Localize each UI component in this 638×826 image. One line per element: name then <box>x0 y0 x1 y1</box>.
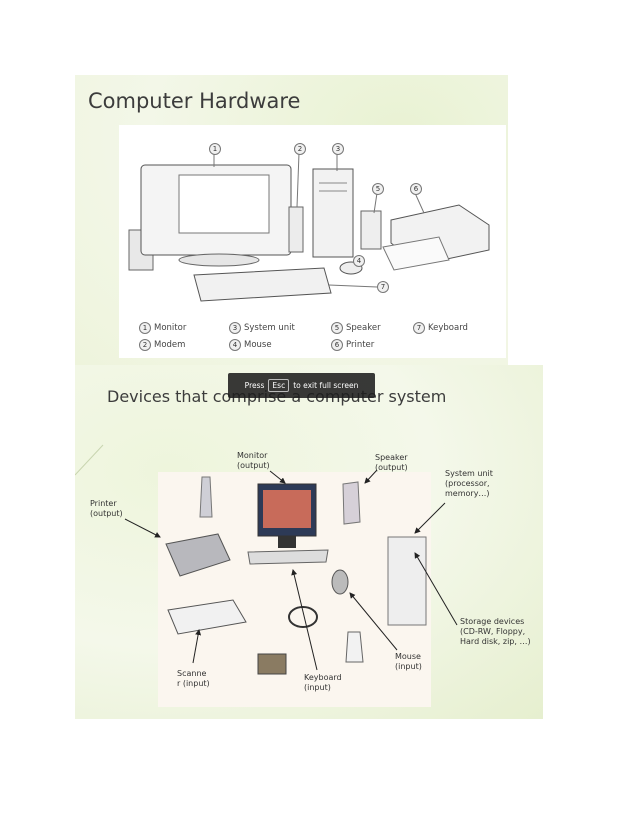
legend-label: Printer <box>346 340 375 350</box>
label-printer: Printer (output) <box>90 499 123 518</box>
label-mouse: Mouse (input) <box>395 652 422 671</box>
devices-illustration <box>158 472 431 707</box>
legend-item-speaker: 5 Speaker <box>331 322 381 334</box>
mouse-shape <box>331 569 349 595</box>
slide-devices: Devices that comprise a computer system <box>75 365 543 719</box>
hardware-illustration: 1 2 3 4 5 6 7 1 Monitor 2 Modem 3 System… <box>119 125 506 358</box>
system-unit-shape <box>387 536 427 626</box>
decor-lines <box>75 444 104 476</box>
legend-item-printer: 6 Printer <box>331 339 374 351</box>
legend-item-system-unit: 3 System unit <box>229 322 295 334</box>
hardware-drawing <box>128 152 490 302</box>
pointer-arrows <box>124 469 458 671</box>
label-storage: Storage devices (CD-RW, Floppy, Hard dis… <box>460 617 531 646</box>
legend-label: Speaker <box>346 323 381 333</box>
callout-1: 1 <box>209 143 221 155</box>
monitor-screen-shape <box>263 490 311 528</box>
devices-drawing <box>165 476 427 675</box>
legend-item-keyboard: 7 Keyboard <box>413 322 468 334</box>
legend-label: System unit <box>244 323 295 333</box>
keyboard-shape <box>247 549 329 565</box>
headset-shape <box>288 606 318 628</box>
label-monitor: Monitor (output) <box>237 451 270 470</box>
monitor-base-shape <box>178 253 260 267</box>
label-scanner: Scanne r (input) <box>177 669 210 688</box>
legend-num: 5 <box>331 322 343 334</box>
legend-label: Monitor <box>154 323 187 333</box>
legend-num: 1 <box>139 322 151 334</box>
system-unit-shape <box>312 168 354 258</box>
slide-title: Computer Hardware <box>88 89 301 113</box>
label-keyboard: Keyboard (input) <box>304 673 342 692</box>
camera-shape <box>257 653 287 675</box>
callout-6: 6 <box>410 183 422 195</box>
slide-computer-hardware: Computer Hardware <box>75 75 508 367</box>
label-speaker: Speaker (output) <box>375 453 408 472</box>
keyboard-shape <box>193 267 332 302</box>
speaker-right-shape <box>342 481 361 525</box>
legend-item-modem: 2 Modem <box>139 339 185 351</box>
modem-shape <box>288 206 304 253</box>
toast-press-text: Press <box>244 381 265 390</box>
legend-num: 3 <box>229 322 241 334</box>
fullscreen-toast: Press Esc to exit full screen <box>228 373 375 398</box>
speaker-left-shape <box>199 476 213 518</box>
legend-item-mouse: 4 Mouse <box>229 339 272 351</box>
legend-label: Modem <box>154 340 186 350</box>
toast-message: to exit full screen <box>293 381 359 390</box>
legend-label: Mouse <box>244 340 272 350</box>
webcam-shape <box>345 631 364 663</box>
callout-4: 4 <box>353 255 365 267</box>
monitor-screen-shape <box>178 174 270 234</box>
legend-num: 2 <box>139 339 151 351</box>
legend-label: Keyboard <box>428 323 468 333</box>
callout-7: 7 <box>377 281 389 293</box>
right-speaker-shape <box>360 210 382 250</box>
scanner-shape <box>167 599 247 635</box>
callout-2: 2 <box>294 143 306 155</box>
callout-5: 5 <box>372 183 384 195</box>
label-system-unit: System unit (processor, memory…) <box>445 469 493 498</box>
legend-num: 6 <box>331 339 343 351</box>
legend-item-monitor: 1 Monitor <box>139 322 186 334</box>
legend-num: 4 <box>229 339 241 351</box>
callout-3: 3 <box>332 143 344 155</box>
legend-num: 7 <box>413 322 425 334</box>
printer-shape <box>165 533 231 577</box>
esc-key-badge[interactable]: Esc <box>268 379 290 392</box>
